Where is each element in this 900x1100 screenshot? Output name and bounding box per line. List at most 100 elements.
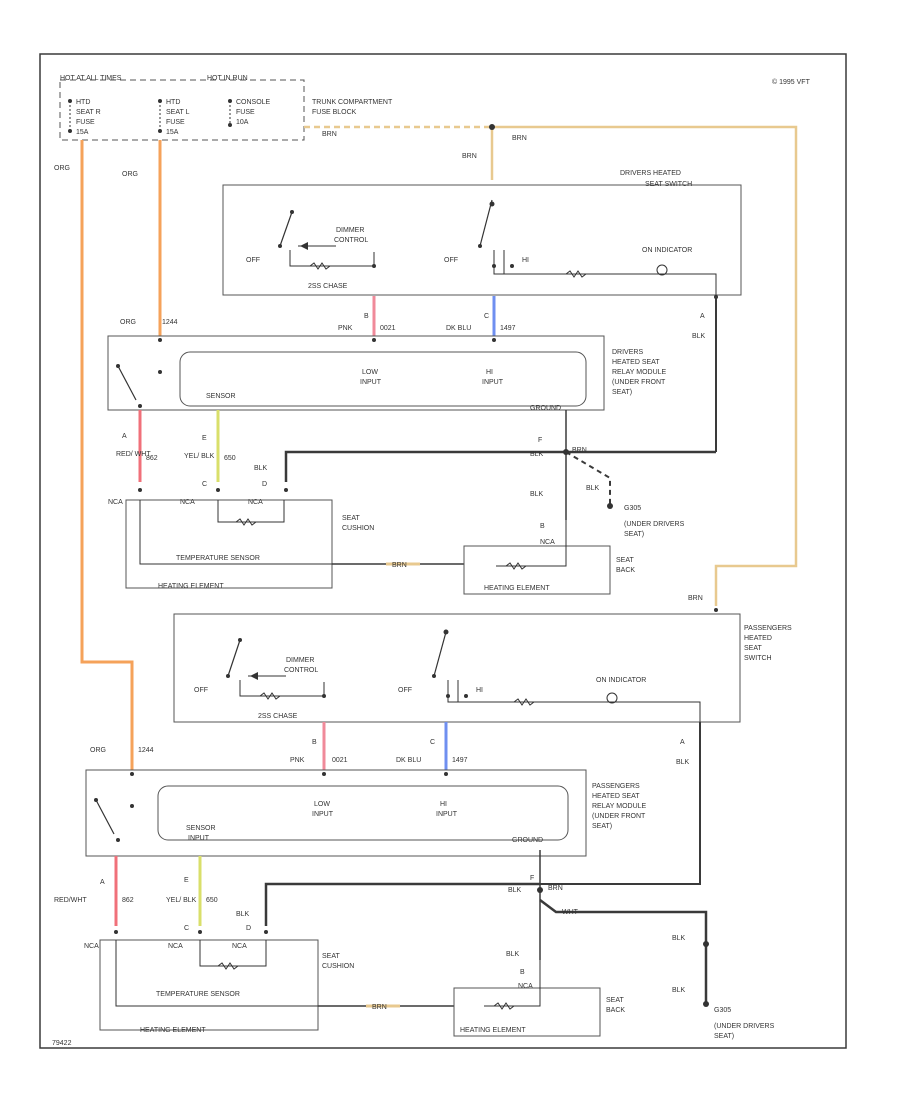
- driver-ground-label: GROUND: [530, 405, 561, 412]
- passenger-low-input-0: LOW: [314, 801, 330, 808]
- driver-c3-label: 1497: [500, 325, 516, 332]
- brn-feed-wire: BRN BRN BRN BRN: [304, 124, 798, 606]
- passenger-pin-c-low: C: [184, 925, 189, 932]
- passenger-seat-switch: PASSENGERS HEATED SEAT SWITCH OFF OFF HI…: [173, 608, 792, 723]
- fuse-console: CONSOLE FUSE 10A: [228, 99, 271, 127]
- driver-seat-switch: DRIVERS HEATED SEAT SWITCH OFF OFF HI DI…: [222, 170, 742, 299]
- passenger-pin-b-back: B: [520, 969, 525, 976]
- driver-pin-d: D: [262, 481, 267, 488]
- passenger-blk-switch: BLK: [676, 759, 690, 766]
- driver-org-label: ORG: [120, 319, 136, 326]
- driver-c1-label: 1244: [162, 319, 178, 326]
- passenger-sensor-0: SENSOR: [186, 825, 216, 832]
- passenger-hi-input-1: INPUT: [436, 811, 458, 818]
- driver-switch-title-1: SEAT SWITCH: [645, 181, 692, 188]
- driver-pnk-label: PNK: [338, 325, 353, 332]
- passenger-brn-mid: BRN: [372, 1004, 387, 1011]
- driver-862-label: 862: [146, 455, 158, 462]
- driver-on-indicator: ON INDICATOR: [642, 247, 692, 254]
- driver-cushion-label-0: SEAT: [342, 515, 360, 522]
- passenger-switch-title-3: SWITCH: [744, 655, 772, 662]
- org-feed-wire-passenger: ORG: [54, 140, 134, 770]
- passenger-pnk-label: PNK: [290, 757, 305, 764]
- driver-pin-a-mod: A: [122, 433, 127, 440]
- passenger-module-title-4: SEAT): [592, 823, 612, 830]
- driver-switch-off-2: OFF: [444, 257, 458, 264]
- passenger-pin-a-switch: A: [680, 739, 685, 746]
- passenger-hi-input-0: HI: [440, 801, 447, 808]
- org-feed-wire-driver: ORG: [122, 140, 162, 336]
- driver-seat-cushion: SEAT CUSHION TEMPERATURE SENSOR HEATING …: [125, 499, 464, 590]
- driver-ground-label-1: SEAT): [624, 531, 644, 538]
- passenger-2ss-label: 2SS CHASE: [258, 713, 298, 720]
- driver-pin-e: E: [202, 435, 207, 442]
- passenger-dimmer-1: CONTROL: [284, 667, 318, 674]
- passenger-back-heating: HEATING ELEMENT: [460, 1027, 526, 1034]
- driver-module-title-2: RELAY MODULE: [612, 369, 667, 376]
- fuse-block-label-0: TRUNK COMPARTMENT: [312, 99, 393, 106]
- driver-pin-a-switch: A: [700, 313, 705, 320]
- driver-650-label: 650: [224, 455, 236, 462]
- driver-brn-mid: BRN: [392, 562, 407, 569]
- passenger-brn-f: BRN: [548, 885, 563, 892]
- passenger-pin-f: F: [530, 875, 534, 882]
- fuse-block-label-1: FUSE BLOCK: [312, 109, 357, 116]
- passenger-pin-b-top: B: [312, 739, 317, 746]
- driver-brn-f: BRN: [572, 447, 587, 454]
- driver-nca-2: NCA: [180, 499, 195, 506]
- passenger-switch-off-1: OFF: [194, 687, 208, 694]
- passenger-cushion-label-0: SEAT: [322, 953, 340, 960]
- brn-wire-label-1: BRN: [322, 131, 337, 138]
- driver-pin-b-top: B: [364, 313, 369, 320]
- passenger-module-lower-wires: A RED/WHT 862 E YEL/ BLK 650 BLK D C F B…: [54, 850, 709, 1007]
- driver-module-title-3: (UNDER FRONT: [612, 379, 666, 386]
- fuse-htd-seat-l: HTD SEAT L FUSE 15A: [158, 99, 190, 136]
- fuse-htd-seat-r: HTD SEAT R FUSE 15A: [68, 99, 101, 136]
- passenger-temp-sensor: TEMPERATURE SENSOR: [156, 991, 240, 998]
- passenger-nca-3: NCA: [232, 943, 247, 950]
- diagram-code: 79422: [52, 1040, 72, 1047]
- driver-back-label-0: SEAT: [616, 557, 634, 564]
- driver-c2-label: 0021: [380, 325, 396, 332]
- driver-nca-1: NCA: [108, 499, 123, 506]
- driver-dkblu-label: DK BLU: [446, 325, 471, 332]
- passenger-low-input-1: INPUT: [312, 811, 334, 818]
- passenger-back-label-1: BACK: [606, 1007, 625, 1014]
- passenger-switch-hi: HI: [476, 687, 483, 694]
- driver-dimmer-1: CONTROL: [334, 237, 368, 244]
- passenger-module-title-0: PASSENGERS: [592, 783, 640, 790]
- passenger-blk-d: BLK: [236, 911, 250, 918]
- passenger-sensor-1: INPUT: [188, 835, 210, 842]
- fuse-htd-seat-r-line-1: SEAT R: [76, 109, 101, 116]
- driver-blk-g: BLK: [586, 485, 600, 492]
- driver-2ss-label: 2SS CHASE: [308, 283, 348, 290]
- passenger-relay-module: PASSENGERS HEATED SEAT RELAY MODULE (UND…: [85, 769, 647, 857]
- passenger-blk-f: BLK: [508, 887, 522, 894]
- driver-pin-b-back: B: [540, 523, 545, 530]
- passenger-ground-g305: G305 (UNDER DRIVERS SEAT): [714, 1007, 775, 1040]
- driver-nca-back: NCA: [540, 539, 555, 546]
- driver-module-lower-wires: A RED/ WHT 862 E YEL/ BLK 650 BLK D C F …: [108, 410, 716, 546]
- passenger-switch-off-2: OFF: [398, 687, 412, 694]
- driver-seat-back: SEAT BACK HEATING ELEMENT: [463, 520, 635, 595]
- passenger-blk-g1: BLK: [672, 935, 686, 942]
- driver-yelblk: YEL/ BLK: [184, 453, 215, 460]
- driver-sensor-label: SENSOR: [206, 393, 236, 400]
- fuse-htd-seat-l-line-0: HTD: [166, 99, 180, 106]
- passenger-nca-2: NCA: [168, 943, 183, 950]
- passenger-yelblk: YEL/ BLK: [166, 897, 197, 904]
- diagram-border: [39, 53, 847, 1049]
- driver-ground-id: G305: [624, 505, 641, 512]
- passenger-pin-e: E: [184, 877, 189, 884]
- passenger-pin-a-mod: A: [100, 879, 105, 886]
- passenger-nca-1: NCA: [84, 943, 99, 950]
- passenger-ground-label-0: (UNDER DRIVERS: [714, 1023, 775, 1030]
- brn-wire-label-3: BRN: [462, 153, 477, 160]
- driver-back-label-1: BACK: [616, 567, 635, 574]
- passenger-ground-label-1: SEAT): [714, 1033, 734, 1040]
- driver-module-title-4: SEAT): [612, 389, 632, 396]
- fuse-console-line-0: CONSOLE: [236, 99, 271, 106]
- passenger-dkblu-label: DK BLU: [396, 757, 421, 764]
- passenger-module-title-2: RELAY MODULE: [592, 803, 647, 810]
- passenger-module-title-1: HEATED SEAT: [592, 793, 640, 800]
